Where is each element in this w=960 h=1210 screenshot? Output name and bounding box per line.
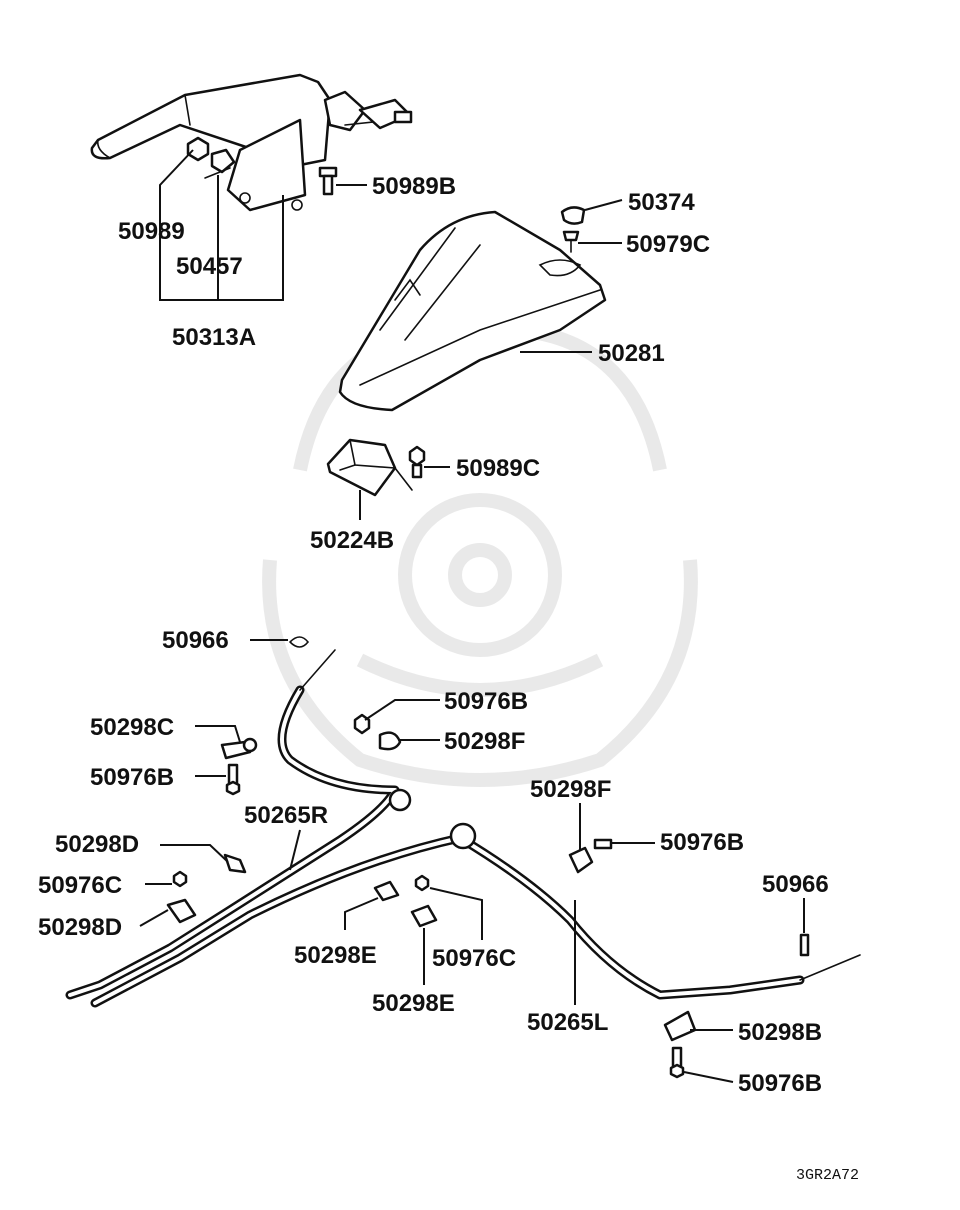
label-50976B-bottom: 50976B (738, 1070, 822, 1097)
clamp-50298F-top-drawing (378, 731, 402, 751)
leader-lines (139, 149, 805, 1083)
label-50224B: 50224B (310, 527, 394, 554)
clamp-50298E-bottom-drawing (410, 904, 438, 928)
label-50298F-right: 50298F (530, 776, 611, 803)
label-50976B-right: 50976B (660, 829, 744, 856)
screw-50979C-drawing (562, 230, 580, 253)
bolt-50989C-drawing (408, 445, 426, 479)
bolt-50989-drawing (186, 136, 210, 162)
label-50976C-left: 50976C (38, 872, 122, 899)
label-50989: 50989 (118, 218, 185, 245)
clip-50966-right-drawing (799, 933, 810, 957)
clamp-50298D-top-drawing (223, 853, 247, 874)
label-50457: 50457 (176, 253, 243, 280)
label-50298D-bottom: 50298D (38, 914, 122, 941)
label-50265L: 50265L (527, 1009, 608, 1036)
bolt-50976B-left-drawing (225, 763, 241, 796)
clamp-50298D-bottom-drawing (166, 898, 197, 924)
label-50976B-left: 50976B (90, 764, 174, 791)
clamp-50298F-right-drawing (568, 846, 594, 874)
label-50298F-top: 50298F (444, 728, 525, 755)
label-50298D-top: 50298D (55, 831, 139, 858)
label-50298B: 50298B (738, 1019, 822, 1046)
figure-code: 3GR2A72 (796, 1167, 859, 1184)
bolt-50976C-mid-drawing (414, 874, 430, 892)
part-labels: 50989 50457 50313A 50989B 50374 50979C 5… (38, 173, 859, 1184)
bolt-50976B-bottom-drawing (669, 1046, 685, 1079)
clamp-50298E-top-drawing (373, 880, 400, 902)
label-50966-top: 50966 (162, 627, 229, 654)
label-50313A: 50313A (172, 324, 256, 351)
cap-50374-drawing (560, 206, 586, 225)
label-50989B: 50989B (372, 173, 456, 200)
bolt-50989B-drawing (318, 166, 338, 196)
bolt-50976B-right-drawing (593, 838, 613, 850)
label-50966-right: 50966 (762, 871, 829, 898)
label-50298E-bottom: 50298E (372, 990, 455, 1017)
label-50989C: 50989C (456, 455, 540, 482)
label-50976B-top: 50976B (444, 688, 528, 715)
console-cover-50281-drawing (338, 210, 607, 412)
cable-50265L-drawing (90, 822, 861, 1008)
clamp-50298C-drawing (220, 737, 258, 760)
label-50976C-mid: 50976C (432, 945, 516, 972)
bracket-50224B-drawing (326, 438, 413, 497)
clamp-50298B-drawing (663, 1010, 697, 1042)
label-50979C: 50979C (626, 231, 710, 258)
label-50265R: 50265R (244, 802, 328, 829)
switch-50457-drawing (204, 148, 236, 179)
bolt-50976C-left-drawing (172, 870, 188, 888)
cable-50265R-drawing (65, 649, 412, 1000)
clip-50966-drawing (289, 636, 310, 648)
label-50298C: 50298C (90, 714, 174, 741)
label-50374: 50374 (628, 189, 695, 216)
hand-brake-lever-drawing (90, 73, 413, 212)
label-50298E-top: 50298E (294, 942, 377, 969)
label-50281: 50281 (598, 340, 665, 367)
